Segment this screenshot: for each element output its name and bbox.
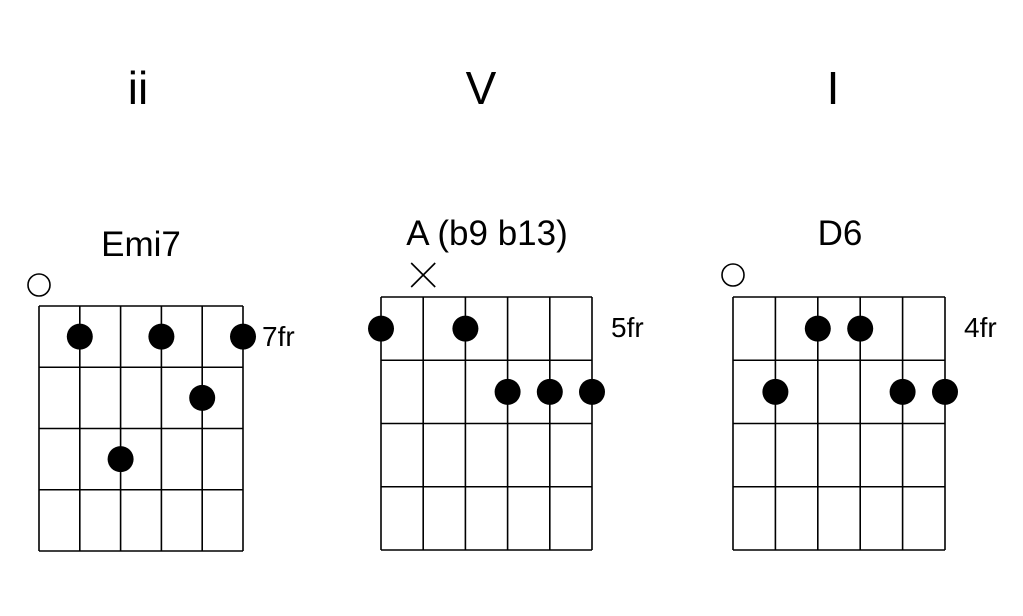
function-label: ii xyxy=(128,62,148,114)
finger-dot xyxy=(536,378,563,405)
finger-dot xyxy=(804,315,831,342)
fret-label: 4fr xyxy=(964,312,997,343)
open-string-icon xyxy=(27,273,51,297)
fretboard-grid xyxy=(368,262,605,551)
chord-name: A (b9 b13) xyxy=(406,214,568,253)
open-string-icon xyxy=(721,263,745,287)
chord-name: Emi7 xyxy=(101,225,181,264)
chord-name: D6 xyxy=(818,214,863,253)
fret-label: 5fr xyxy=(611,312,644,343)
finger-dot xyxy=(107,446,134,473)
fret-label: 7fr xyxy=(262,321,295,352)
function-label: I xyxy=(827,62,840,114)
chord-I: I D6 4fr xyxy=(721,62,997,551)
muted-string-icon xyxy=(410,262,436,288)
finger-dot xyxy=(66,323,93,350)
fretboard-grid xyxy=(27,273,256,552)
finger-dot xyxy=(189,384,216,411)
finger-dot xyxy=(762,378,789,405)
chord-V: V A (b9 b13) 5fr xyxy=(368,62,644,551)
x-stroke xyxy=(410,262,436,288)
finger-dot xyxy=(452,315,479,342)
finger-dot xyxy=(889,378,916,405)
finger-dot xyxy=(847,315,874,342)
finger-dot xyxy=(494,378,521,405)
finger-dot xyxy=(230,323,256,350)
fretboard-grid xyxy=(721,263,958,551)
finger-dot xyxy=(148,323,175,350)
function-label: V xyxy=(466,62,497,114)
chord-ii: ii Emi7 7fr xyxy=(27,62,295,552)
finger-dot xyxy=(368,315,394,342)
finger-dot xyxy=(932,378,958,405)
finger-dot xyxy=(579,378,605,405)
